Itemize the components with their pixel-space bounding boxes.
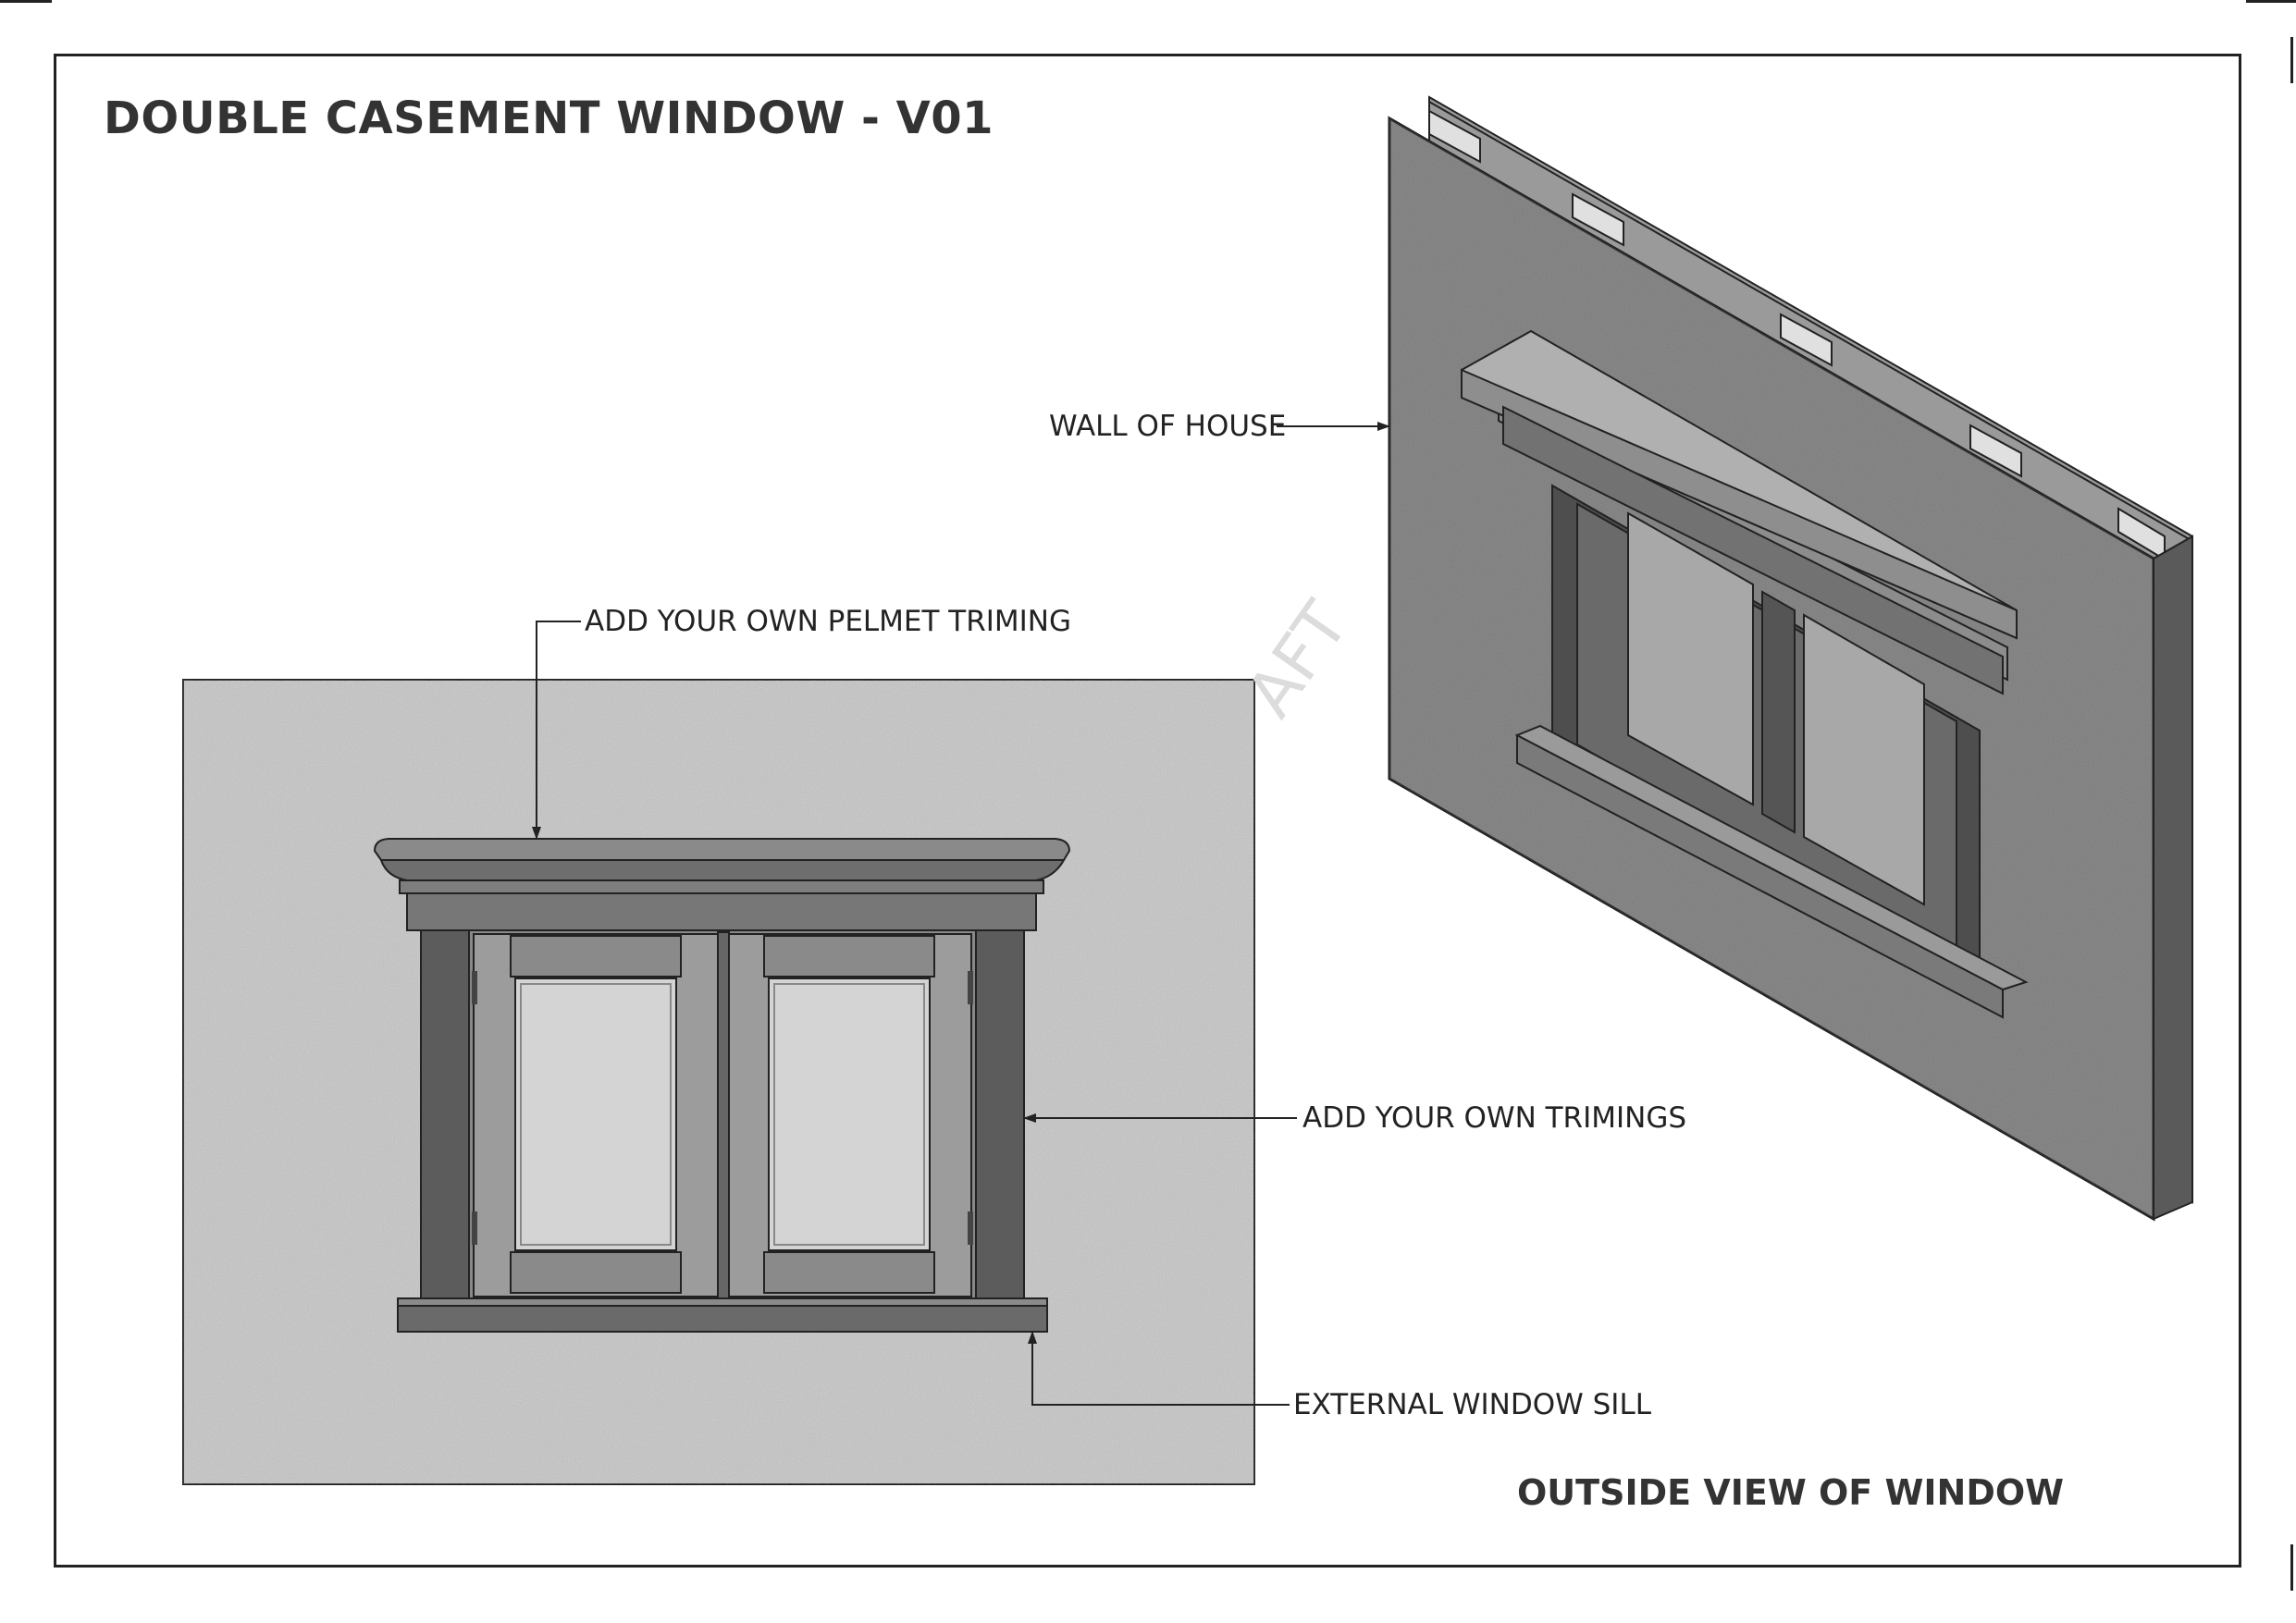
- center-mullion: [717, 931, 730, 1299]
- pelmet-trim: [373, 838, 1071, 931]
- iso-pelmet: [1461, 329, 2018, 695]
- sheet-corner-mark: [2290, 37, 2293, 83]
- title-block-border: [54, 54, 2241, 1568]
- trimings-label: ADD YOUR OWN TRIMINGS: [1302, 1101, 1687, 1135]
- isometric-window: [1514, 484, 2029, 1019]
- window-sill-label: EXTERNAL WINDOW SILL: [1293, 1388, 1651, 1421]
- pelmet-triming-label: ADD YOUR OWN PELMET TRIMING: [585, 605, 1072, 638]
- wall-of-house-label: WALL OF HOUSE: [1049, 410, 1287, 443]
- iso-left-glass: [1627, 511, 1754, 806]
- front-elevation-view: [182, 679, 1255, 1485]
- left-trim: [420, 929, 470, 1310]
- sheet-corner-mark: [2246, 0, 2296, 3]
- pelmet-leader: [532, 621, 581, 840]
- sheet-corner-mark: [2290, 1544, 2293, 1591]
- sill-leader: [1028, 1331, 1290, 1406]
- left-casement-sash: [473, 933, 719, 1297]
- iso-right-glass: [1803, 613, 1925, 906]
- hinges: [472, 971, 973, 1245]
- right-trim: [975, 929, 1025, 1310]
- left-glass-pane: [514, 977, 677, 1251]
- view-title: OUTSIDE VIEW OF WINDOW: [1517, 1472, 2065, 1513]
- wall-stud-tops: [1428, 109, 2166, 561]
- isometric-wall-view: [1388, 95, 2193, 1222]
- leader-lines: [532, 422, 1390, 1406]
- right-glass-pane: [768, 977, 931, 1251]
- right-casement-sash: [728, 933, 972, 1297]
- drawing-title: DOUBLE CASEMENT WINDOW - V01: [104, 92, 994, 144]
- external-window-sill: [397, 1297, 1048, 1307]
- sheet-corner-mark: [0, 0, 52, 3]
